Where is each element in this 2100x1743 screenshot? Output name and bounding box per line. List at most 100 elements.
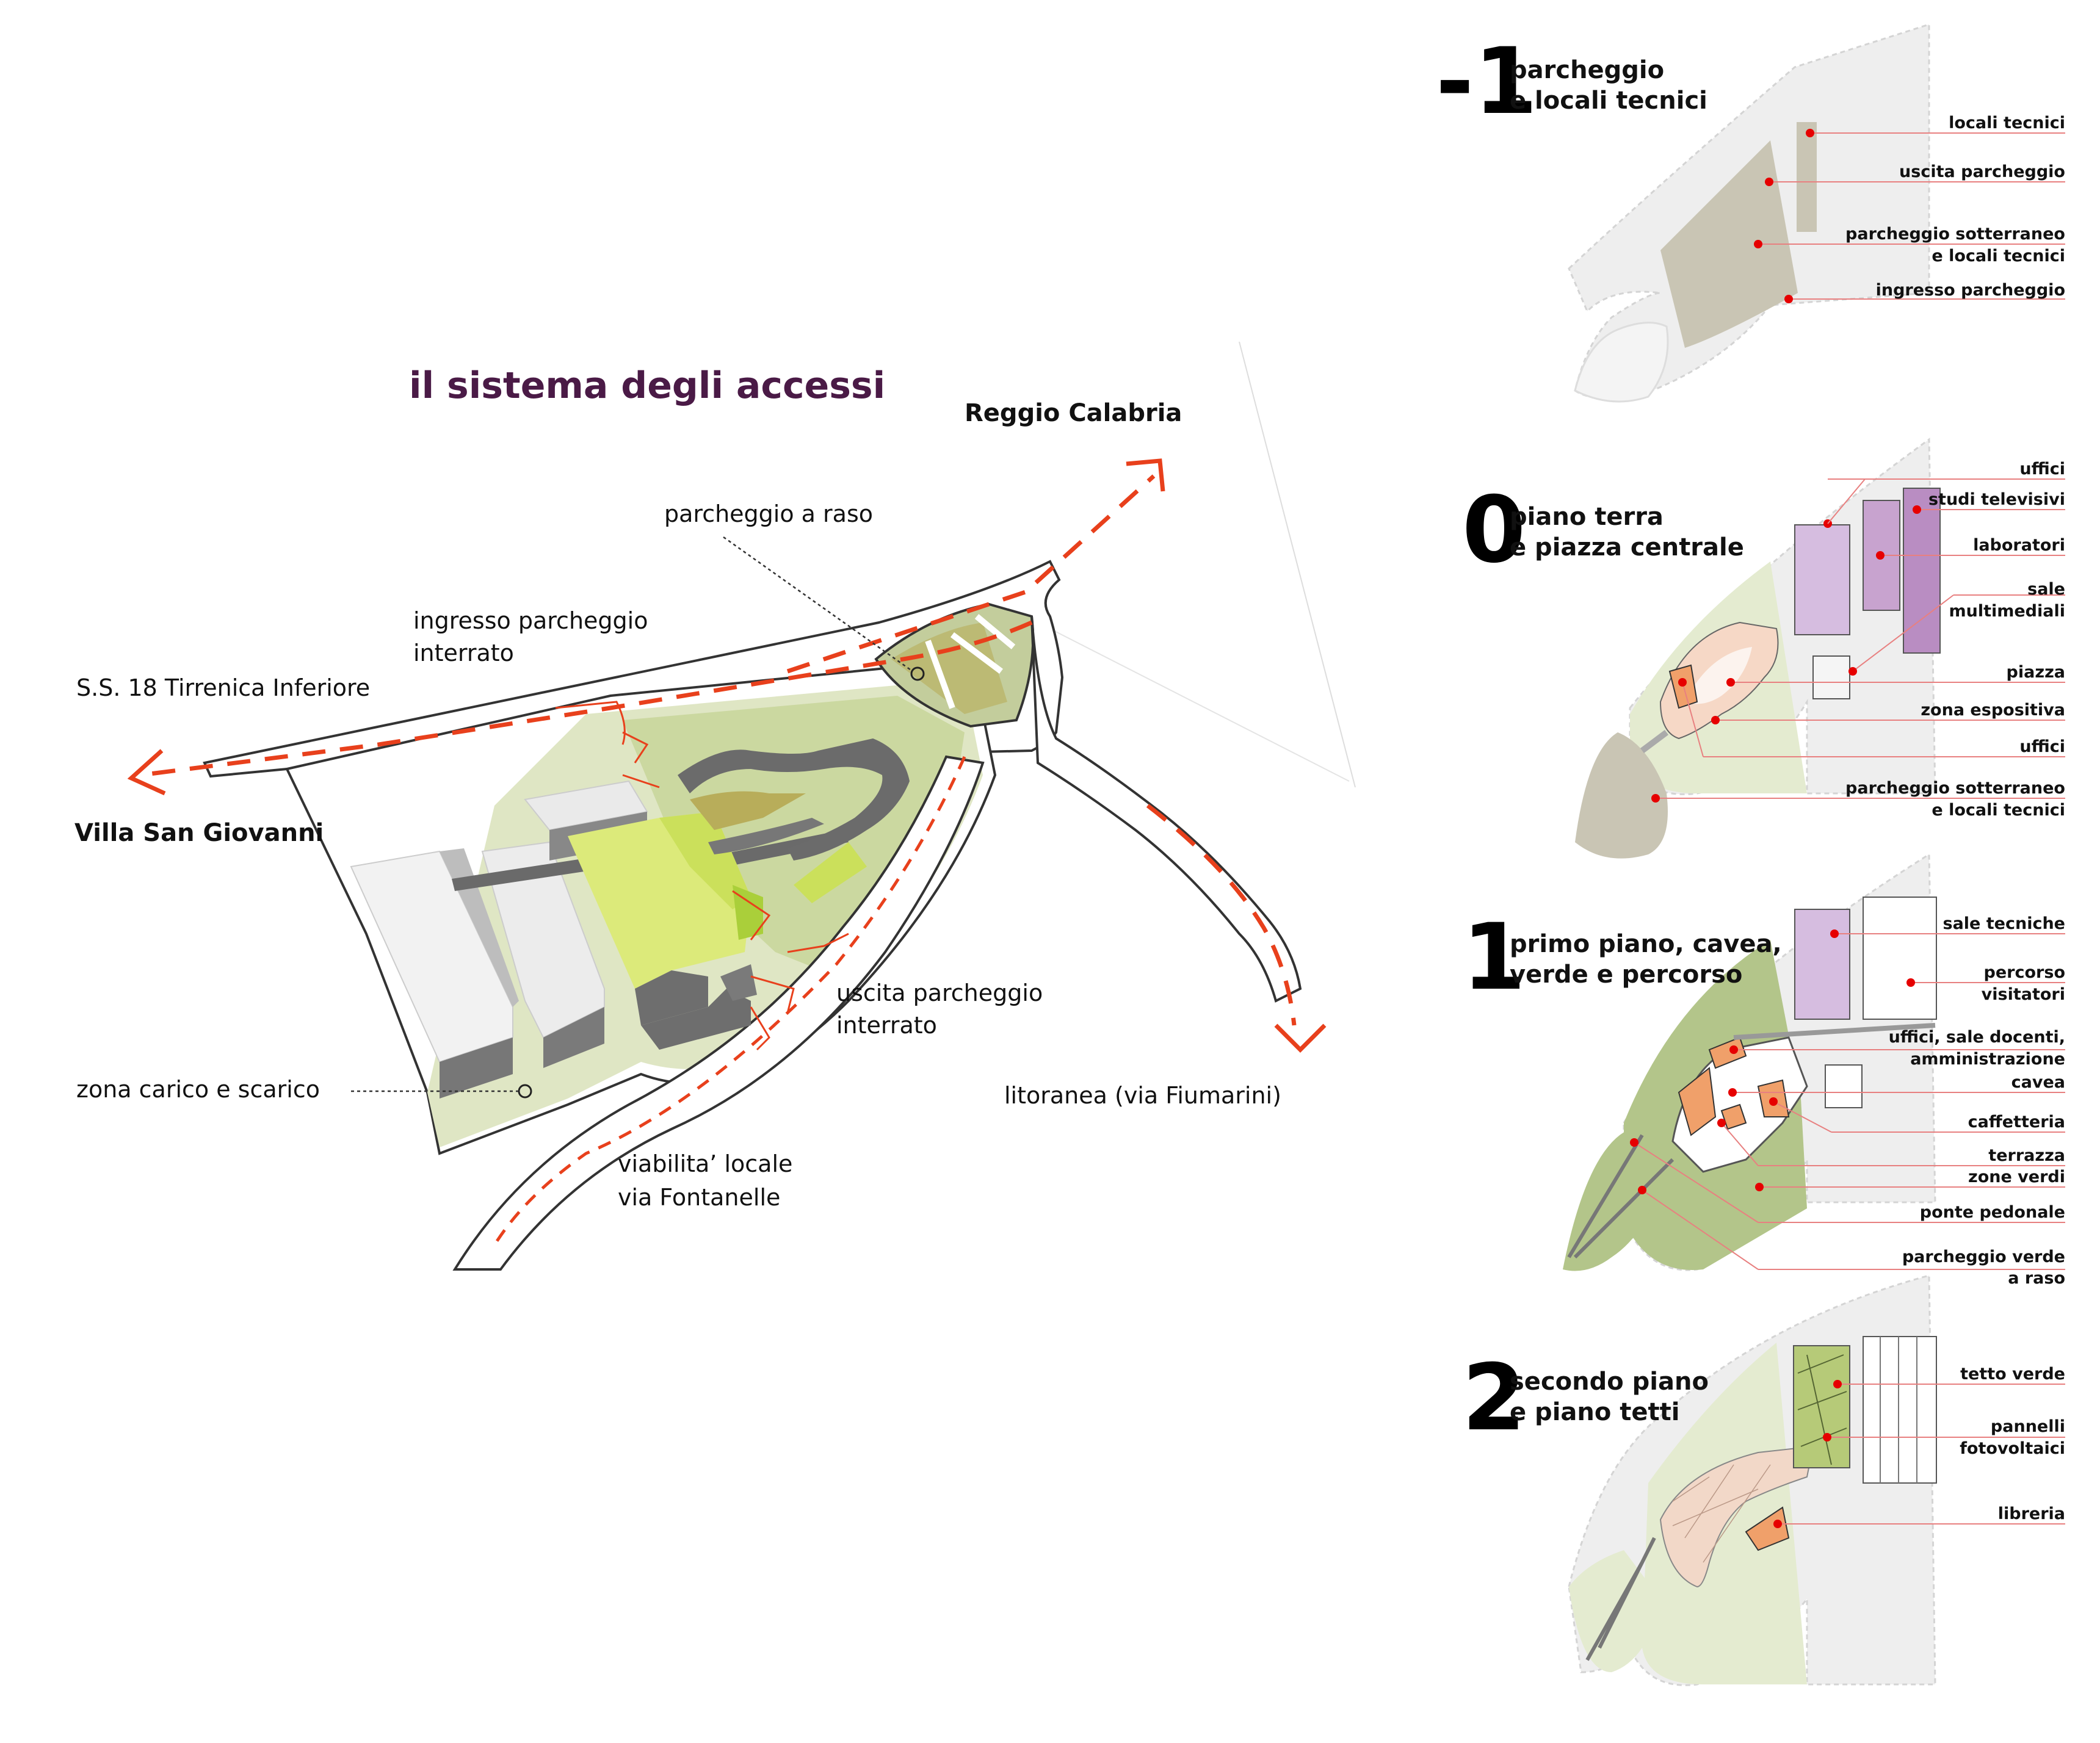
main-map: il sistema degli accessi Reggio Calabria… <box>74 341 1356 1271</box>
label-zona-carico: zona carico e scarico <box>76 1076 320 1103</box>
floor-0-offices-2 <box>1812 655 1850 699</box>
label-parcheggio-raso: parcheggio a raso <box>664 500 873 527</box>
marker-zona-carico <box>518 1084 532 1099</box>
label-uscita-2: interrato <box>836 1012 937 1039</box>
legend-item: caffetteria <box>1968 1113 2065 1131</box>
legend-item-line2: a raso <box>2008 1269 2065 1288</box>
legend-item-line2: e locali tecnici <box>1932 247 2065 265</box>
label-ingresso-2: interrato <box>413 640 514 666</box>
marker-parcheggio-raso <box>910 666 925 681</box>
legend-item: uscita parcheggio <box>1899 162 2065 181</box>
route-ss18-west <box>140 620 1033 778</box>
label-villa: Villa San Giovanni <box>74 819 324 847</box>
legend-item-line2: e locali tecnici <box>1932 801 2065 820</box>
floor-minus1-tech <box>1797 122 1817 232</box>
floor-2-bridge <box>1585 1537 1656 1661</box>
parking-island-inner <box>891 622 1007 714</box>
legend-item: parcheggio sotterraneo <box>1845 225 2065 244</box>
floor-2-library <box>1745 1506 1790 1551</box>
road-litoranea <box>1030 616 1302 1003</box>
floor-1-legend: sale tecniche percorso visitatori uffici… <box>1630 914 2065 1288</box>
floor-2-name-2: e piano tetti <box>1510 1398 1679 1426</box>
buildings <box>350 738 910 1099</box>
floor-2-name-1: secondo piano <box>1510 1368 1709 1396</box>
floor-2-pv-lines <box>1880 1337 1917 1483</box>
floor-0: 0 piano terra e piazza centrale uffici s… <box>1462 438 2065 859</box>
legend-item: sale <box>2027 580 2065 599</box>
label-uscita-1: uscita parcheggio <box>836 980 1043 1006</box>
legend-item-line2: multimediali <box>1949 602 2065 621</box>
floor-minus1-legend: locali tecnici uscita parcheggio parcheg… <box>1754 114 2065 303</box>
parking-island-paths <box>925 614 1016 709</box>
floor-2-roof-mesh <box>1672 1464 1771 1563</box>
floor-1-name-1: primo piano, cavea, <box>1510 930 1782 958</box>
floor-minus1: -1 parcheggio e locali tecnici locali te… <box>1436 23 2065 403</box>
legend-item: sale tecniche <box>1943 914 2066 933</box>
floor-0-bridge <box>1640 730 1668 753</box>
legend-item: tetto verde <box>1960 1365 2065 1384</box>
legend-item: laboratori <box>1973 536 2065 555</box>
legend-item-line2: fotovoltaici <box>1960 1439 2065 1458</box>
label-litoranea: litoranea (via Fiumarini) <box>1004 1082 1281 1109</box>
guide-line <box>1239 341 1356 788</box>
floor-0-name-1: piano terra <box>1510 503 1664 531</box>
route-fontanelle <box>493 756 966 1246</box>
route-ss18-east <box>786 474 1156 674</box>
floor-1: 1 primo piano, cavea, verde e percorso s… <box>1462 853 2065 1288</box>
arrow-villa <box>127 749 166 796</box>
floor-2-number: 2 <box>1462 1345 1526 1451</box>
legend-item: parcheggio sotterraneo <box>1845 779 2065 798</box>
legend-item: locali tecnici <box>1949 114 2065 132</box>
legend-item: cavea <box>2011 1073 2065 1092</box>
access-in-arrows <box>555 701 660 789</box>
legend-item: uffici, sale docenti, <box>1889 1028 2065 1047</box>
floor-1-cafe <box>1708 1036 1747 1069</box>
legend-item: ponte pedonale <box>1920 1203 2065 1222</box>
route-litoranea <box>1146 804 1297 1026</box>
floor-2-green-roof <box>1793 1345 1850 1468</box>
legend-item: percorso <box>1984 963 2065 982</box>
road-fontanelle <box>452 755 985 1271</box>
label-ss18: S.S. 18 Tirrenica Inferiore <box>76 674 370 701</box>
legend-item: studi televisivi <box>1928 490 2065 509</box>
floor-minus1-parking <box>1660 140 1798 348</box>
floor-0-offices <box>1794 524 1850 635</box>
floor-0-number: 0 <box>1462 477 1526 583</box>
floor-1-offices-2 <box>1825 1064 1863 1108</box>
arrow-reggio <box>1126 458 1165 492</box>
floor-1-bridge <box>1567 1134 1675 1259</box>
legend-item: terrazza <box>1988 1146 2065 1165</box>
floor-1-cavea <box>1678 1067 1717 1136</box>
floor-0-name-2: e piazza centrale <box>1510 533 1744 561</box>
label-viabilita-1: viabilita’ locale <box>618 1150 792 1177</box>
legend-item: uffici <box>2019 737 2065 756</box>
floor-2-legend: tetto verde pannelli fotovoltaici librer… <box>1773 1365 2065 1528</box>
floor-2: 2 secondo piano e piano tetti tetto verd… <box>1462 1274 2065 1686</box>
access-out-arrows <box>732 890 849 1051</box>
legend-item: pannelli <box>1991 1417 2065 1436</box>
label-reggio: Reggio Calabria <box>965 399 1182 427</box>
floor-0-parking <box>1575 732 1668 859</box>
legend-item: zona espositiva <box>1921 701 2065 720</box>
floor-minus1-name-1: parcheggio <box>1510 56 1664 84</box>
label-viabilita-2: via Fontanelle <box>618 1184 780 1211</box>
legend-item: parcheggio verde <box>1902 1247 2065 1266</box>
floor-1-number: 1 <box>1462 904 1526 1011</box>
map-title: il sistema degli accessi <box>409 364 885 407</box>
floor-2-pv <box>1863 1336 1937 1484</box>
legend-item-line2: amministrazione <box>1910 1050 2065 1069</box>
floor-1-tech <box>1794 909 1850 1020</box>
floor-1-offices <box>1863 897 1937 1020</box>
arrow-litoranea <box>1274 1023 1327 1053</box>
floor-1-path <box>1733 1023 1936 1040</box>
label-ingresso-1: ingresso parcheggio <box>413 607 648 634</box>
legend-item: ingresso parcheggio <box>1876 281 2065 300</box>
leader-parcheggio-raso <box>723 536 913 673</box>
legend-item: zone verdi <box>1968 1167 2065 1186</box>
floor-0-plaza-inner <box>1685 647 1752 704</box>
floor-minus1-name-2: e locali tecnici <box>1510 87 1707 115</box>
floor-2-green-roof-lines <box>1797 1354 1847 1465</box>
floor-minus1-number: -1 <box>1436 29 1538 135</box>
legend-item: uffici <box>2019 460 2065 478</box>
